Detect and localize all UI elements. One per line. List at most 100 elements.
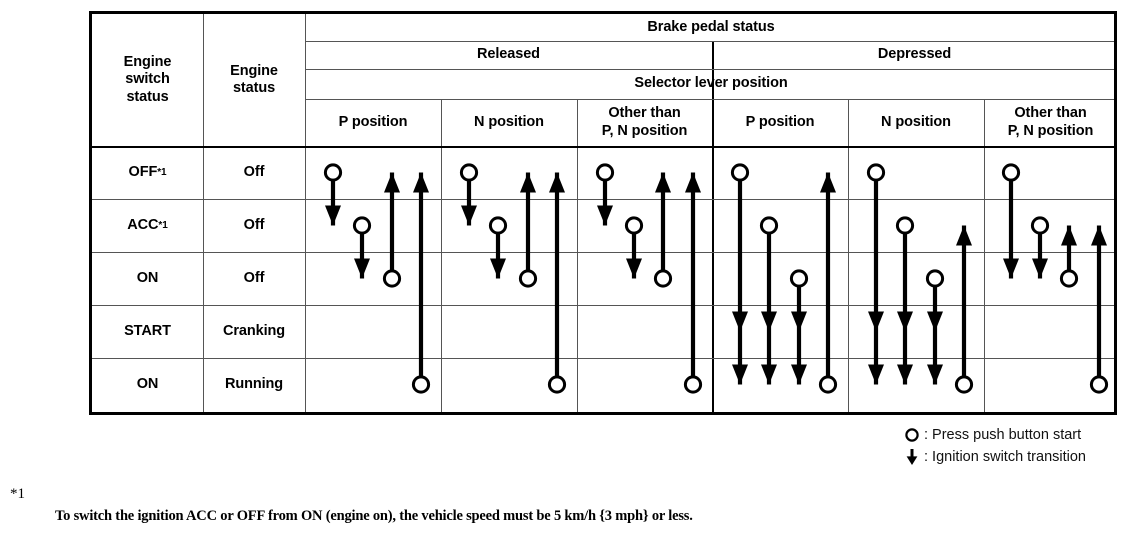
transition-rel-p-lane1 (352, 216, 372, 279)
press-push-button-start-circle (382, 269, 402, 288)
header-brake-depressed-label: Depressed (877, 46, 952, 63)
row-switch-status-on-off: ON (92, 252, 203, 305)
header-col-rel-n: N position (441, 99, 577, 146)
row-engine-status-off: Off (203, 146, 305, 199)
transition-dep-other-lane1 (1030, 216, 1050, 279)
footnote-text: To switch the ignition ACC or OFF from O… (55, 508, 693, 524)
press-push-button-start-circle (759, 216, 779, 235)
grid-hline-row-2 (92, 252, 1114, 253)
transition-rel-p-lane2 (382, 172, 402, 288)
header-col-rel-p-label: P position (338, 113, 408, 130)
header-col-dep-n-label: N position (881, 113, 951, 130)
grid-vline-5 (712, 41, 714, 412)
transition-dep-n-lane3 (954, 225, 974, 394)
row-engine-status-start: Cranking (203, 305, 305, 358)
transition-dep-p-lane1 (759, 216, 779, 385)
transition-dep-p-lane2 (789, 269, 809, 385)
press-push-button-start-circle (352, 216, 372, 235)
transition-dep-p-lane3 (818, 172, 838, 394)
header-col-rel-n-label: N position (474, 113, 544, 130)
legend-item-arrow-label: : Ignition switch transition (924, 449, 1086, 465)
transition-rel-other-lane0 (595, 163, 615, 226)
row-switch-status-footnote-off: *1 (157, 166, 167, 178)
legend-item-circle: : Press push button start (900, 424, 1125, 446)
grid-vline-1 (203, 14, 204, 412)
row-engine-status-label-on-off: Off (243, 269, 265, 286)
press-push-button-start-circle (595, 163, 615, 182)
transition-rel-n-lane0 (459, 163, 479, 226)
grid-hline-selector (305, 99, 1114, 100)
transition-rel-other-lane3 (683, 172, 703, 394)
row-engine-status-acc: Off (203, 199, 305, 252)
transition-rel-n-lane3 (547, 172, 567, 394)
grid-hline-row-4 (92, 358, 1114, 359)
header-brake-pedal-status-label: Brake pedal status (647, 18, 775, 35)
transition-rel-n-lane2 (518, 172, 538, 288)
transition-dep-other-lane2 (1059, 225, 1079, 288)
header-col-dep-p-label: P position (745, 113, 815, 130)
row-engine-status-label-off: Off (243, 163, 265, 180)
row-engine-status-label-acc: Off (243, 216, 265, 233)
row-switch-status-label-acc: ACC (127, 216, 159, 233)
press-push-button-start-circle (730, 163, 750, 182)
press-push-button-start-circle (1059, 269, 1079, 288)
row-switch-status-footnote-acc: *1 (158, 219, 168, 231)
row-engine-status-label-start: Cranking (222, 322, 286, 339)
header-brake-depressed: Depressed (712, 41, 1117, 69)
footnote-mark: *1 (10, 486, 25, 502)
header-brake-pedal-status: Brake pedal status (305, 14, 1117, 41)
press-push-button-start-circle (1001, 163, 1021, 182)
press-push-button-start-circle (323, 163, 343, 182)
legend-item-circle-label: : Press push button start (924, 427, 1082, 443)
press-push-button-start-circle (1089, 375, 1109, 394)
row-switch-status-label-on-run: ON (136, 375, 159, 392)
grid-vline-6 (848, 99, 849, 412)
press-push-button-start-circle (954, 375, 974, 394)
grid-vline-2 (305, 14, 306, 412)
header-brake-released-label: Released (477, 46, 540, 63)
press-push-button-start-circle (895, 216, 915, 235)
press-push-button-start-circle (624, 216, 644, 235)
header-selector-lever-position-label: Selector lever position (634, 75, 788, 92)
press-push-button-start-circle (459, 163, 479, 182)
header-selector-lever-position: Selector lever position (305, 69, 1117, 99)
press-push-button-start-circle (1030, 216, 1050, 235)
press-push-button-start-circle (683, 375, 703, 394)
grid-hline-brake (305, 41, 1114, 42)
transition-dep-other-lane0 (1001, 163, 1021, 279)
press-push-button-start-circle (789, 269, 809, 288)
transition-rel-other-lane2 (653, 172, 673, 288)
row-engine-status-on-run: Running (203, 358, 305, 411)
row-switch-status-label-off: OFF (128, 163, 158, 180)
grid-vline-4 (577, 99, 578, 412)
row-engine-status-on-off: Off (203, 252, 305, 305)
press-push-button-start-circle (411, 375, 431, 394)
grid-hline-row-3 (92, 305, 1114, 306)
grid-vline-7 (984, 99, 985, 412)
header-col-rel-p: P position (305, 99, 441, 146)
transition-rel-p-lane3 (411, 172, 431, 394)
transition-rel-p-lane0 (323, 163, 343, 226)
circle-icon (900, 427, 924, 443)
press-push-button-start-circle (653, 269, 673, 288)
header-col-dep-p: P position (712, 99, 848, 146)
row-switch-status-label-start: START (124, 322, 171, 339)
transition-dep-p-lane0 (730, 163, 750, 385)
header-col-dep-n: N position (848, 99, 984, 146)
press-push-button-start-circle (488, 216, 508, 235)
grid-vline-3 (441, 99, 442, 412)
press-push-button-start-circle (925, 269, 945, 288)
transition-rel-other-lane1 (624, 216, 644, 279)
row-switch-status-label-on-off: ON (136, 269, 159, 286)
row-engine-status-label-on-run: Running (224, 375, 284, 392)
grid-hline-header-body (92, 146, 1114, 148)
legend: : Press push button start : Ignition swi… (900, 424, 1125, 468)
press-push-button-start-circle (818, 375, 838, 394)
